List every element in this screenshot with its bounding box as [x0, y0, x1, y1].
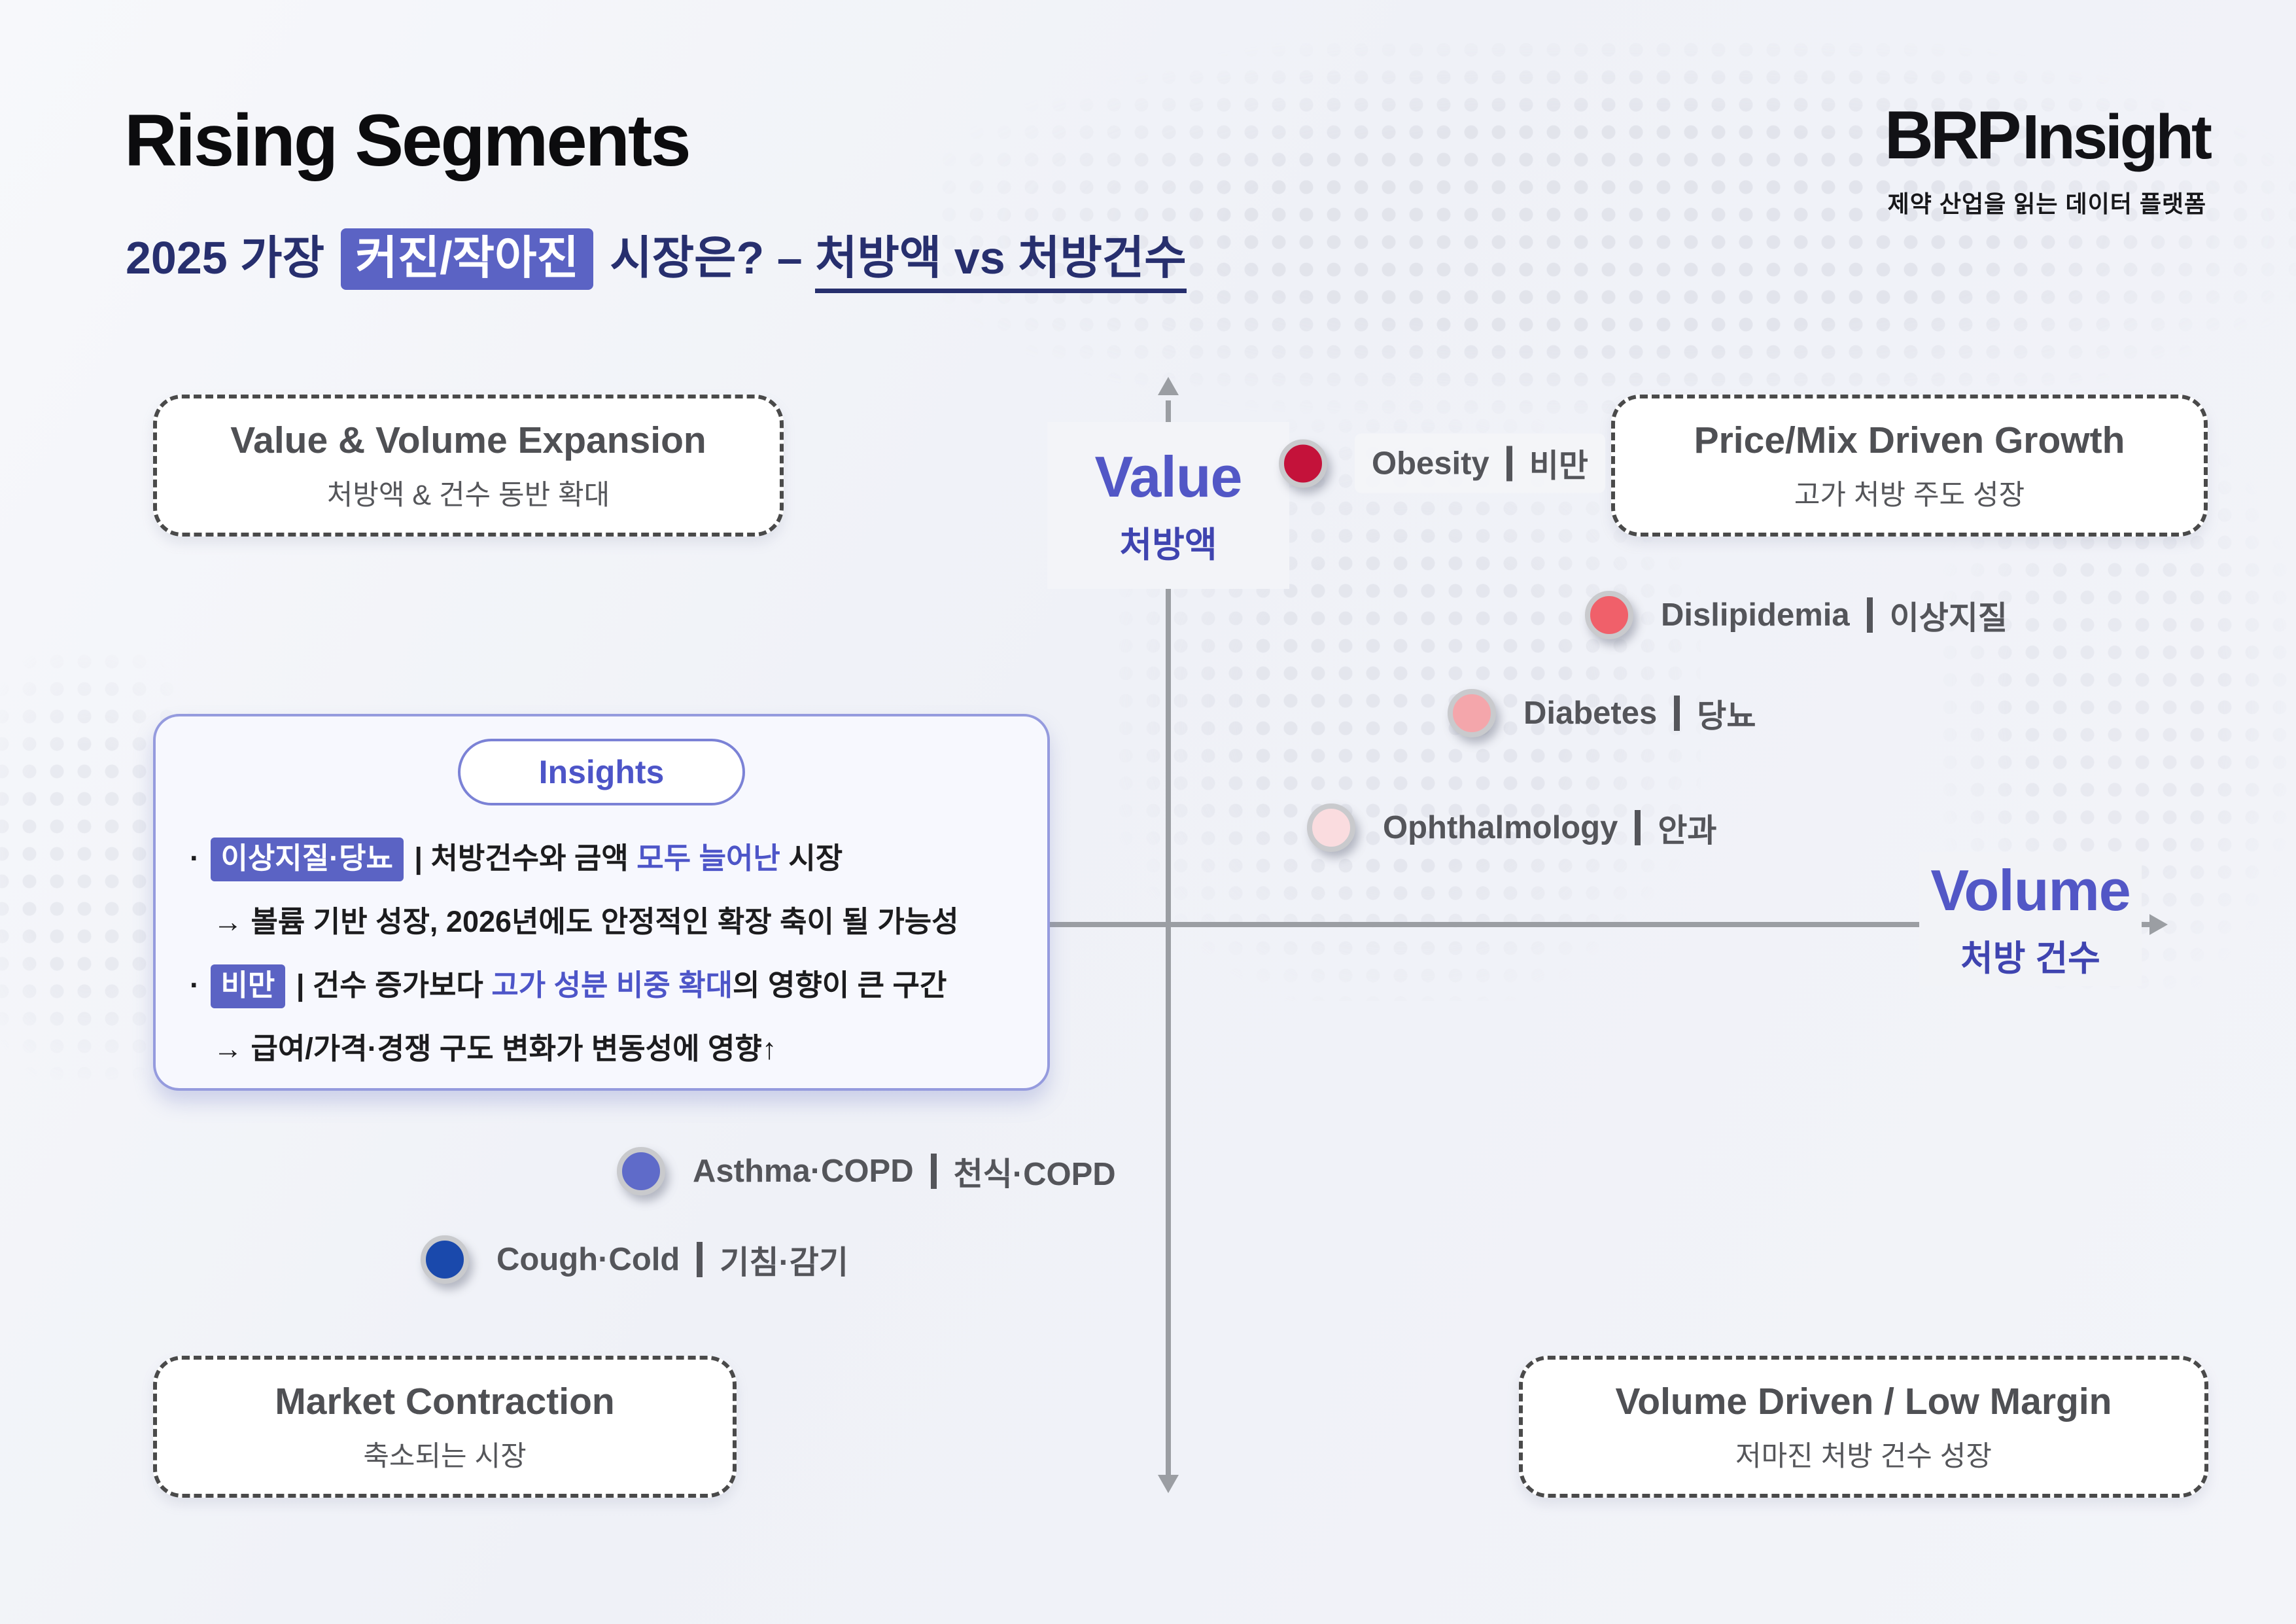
quadrant-box-top-right: Price/Mix Driven Growth 고가 처방 주도 성장: [1611, 395, 2208, 537]
data-point-obesity: Obesity 비만: [1279, 433, 1605, 493]
data-point-cough-cold: Cough·Cold 기침·감기: [421, 1235, 848, 1284]
insight-text: 고가 성분 비중 확대: [491, 968, 733, 1002]
quadrant-title: Value & Volume Expansion: [230, 419, 706, 461]
point-dot-icon: [617, 1147, 665, 1195]
page-title: Rising Segments: [124, 99, 691, 181]
volume-axis-line: [916, 922, 2153, 927]
quadrant-subtitle: 축소되는 시장: [363, 1440, 527, 1472]
insight-line: → 급여/가격·경쟁 구도 변화가 변동성에 영향↑: [190, 1025, 1021, 1067]
logo-brand-primary: BRP: [1884, 97, 2022, 173]
point-label: Cough·Cold 기침·감기: [496, 1237, 848, 1283]
volume-axis-label: Volume 처방 건수: [1919, 852, 2142, 986]
insights-badge: Insights: [457, 739, 746, 805]
point-name-ko: 이상지질: [1889, 600, 2008, 636]
point-label: Ophthalmology 안과: [1383, 805, 1717, 851]
quadrant-box-bottom-left: Market Contraction 축소되는 시장: [153, 1356, 737, 1498]
insight-line: · 비만 | 건수 증가보다 고가 성분 비중 확대의 영향이 큰 구간: [190, 961, 1021, 1008]
insight-keyword-chip: 비만: [210, 964, 286, 1008]
insight-text: ·: [190, 841, 208, 875]
data-point-asthma-copd: Asthma·COPD 천식·COPD: [617, 1147, 1116, 1195]
insight-text: → 급여/가격·경쟁 구도 변화가 변동성에 영향↑: [213, 1032, 777, 1065]
world-map-dots-pattern: [935, 36, 2296, 422]
point-name-ko: 비만: [1529, 448, 1588, 484]
subtitle-segment: 시장은? –: [597, 232, 816, 283]
quadrant-subtitle: 처방액 & 건수 동반 확대: [326, 479, 610, 511]
quadrant-title: Volume Driven / Low Margin: [1615, 1380, 2112, 1422]
point-name-en: Cough·Cold: [496, 1242, 680, 1277]
volume-axis-label-ko: 처방 건수: [1960, 939, 2100, 978]
volume-axis-arrow-right-icon: [2149, 914, 2168, 935]
label-divider-bar: [697, 1242, 703, 1277]
label-divider-bar: [1635, 810, 1641, 845]
logo-brand-secondary: Insight: [2022, 102, 2212, 172]
point-name-en: Asthma·COPD: [693, 1154, 914, 1189]
point-dot-icon: [1448, 689, 1496, 737]
point-name-ko: 당뇨: [1697, 698, 1756, 734]
point-dot-icon: [1279, 439, 1327, 487]
insight-text: 의 영향이 큰 구간: [733, 968, 947, 1002]
insight-text: ·: [190, 968, 208, 1002]
value-axis-line: [1166, 400, 1171, 1479]
value-axis-label-ko: 처방액: [1119, 525, 1217, 565]
logo-tagline: 제약 산업을 읽는 데이터 플랫폼: [1887, 190, 2207, 217]
point-label: Obesity 비만: [1355, 433, 1605, 493]
logo-wordmark: BRP Insight: [1884, 97, 2212, 175]
brp-insight-logo: BRP Insight 제약 산업을 읽는 데이터 플랫폼: [1884, 97, 2212, 219]
insight-text: | 처방건수와 금액: [406, 841, 637, 875]
data-point-dislipidemia: Dislipidemia 이상지질: [1585, 591, 2008, 639]
point-dot-icon: [421, 1235, 469, 1284]
insight-text: | 건수 증가보다: [288, 968, 492, 1002]
point-label: Diabetes 당뇨: [1523, 690, 1756, 737]
label-divider-bar: [1866, 597, 1873, 633]
label-divider-bar: [930, 1154, 937, 1189]
subtitle-segment: 커진/작아진: [341, 228, 593, 290]
point-name-en: Dislipidemia: [1661, 597, 1850, 633]
data-point-ophthalmology: Ophthalmology 안과: [1307, 803, 1717, 852]
insight-text: 시장: [780, 841, 843, 875]
page-subtitle: 2025 가장 커진/작아진 시장은? – 처방액 vs 처방건수: [126, 221, 1187, 293]
volume-axis-label-en: Volume: [1930, 858, 2131, 923]
label-divider-bar: [1506, 446, 1512, 481]
subtitle-segment: 2025 가장: [126, 232, 338, 283]
value-axis-label-en: Value: [1094, 444, 1243, 509]
point-name-ko: 천식·COPD: [953, 1156, 1116, 1192]
subtitle-segment: 처방액 vs 처방건수: [815, 232, 1187, 293]
point-name-en: Diabetes: [1523, 696, 1658, 731]
quadrant-subtitle: 저마진 처방 건수 성장: [1735, 1440, 1992, 1472]
quadrant-box-top-left: Value & Volume Expansion 처방액 & 건수 동반 확대: [153, 395, 784, 537]
quadrant-box-bottom-right: Volume Driven / Low Margin 저마진 처방 건수 성장: [1519, 1356, 2208, 1498]
quadrant-title: Market Contraction: [275, 1380, 615, 1422]
insight-line: · 이상지질·당뇨 | 처방건수와 금액 모두 늘어난 시장: [190, 834, 1021, 881]
point-dot-icon: [1307, 803, 1355, 852]
point-name-en: Ophthalmology: [1383, 810, 1618, 845]
insights-panel: Insights · 이상지질·당뇨 | 처방건수와 금액 모두 늘어난 시장 →…: [153, 714, 1050, 1091]
quadrant-title: Price/Mix Driven Growth: [1694, 419, 2125, 461]
point-label: Asthma·COPD 천식·COPD: [693, 1148, 1116, 1195]
label-divider-bar: [1674, 696, 1680, 731]
insight-keyword-chip: 이상지질·당뇨: [210, 838, 404, 881]
quadrant-subtitle: 고가 처방 주도 성장: [1794, 479, 2025, 511]
value-axis-arrow-up-icon: [1158, 377, 1179, 395]
value-axis-arrow-down-icon: [1158, 1475, 1179, 1493]
point-name-en: Obesity: [1372, 446, 1489, 481]
value-axis-label: Value 처방액: [1047, 422, 1289, 589]
point-label: Dislipidemia 이상지질: [1661, 592, 2008, 639]
insight-text: → 볼륨 기반 성장, 2026년에도 안정적인 확장 축이 될 가능성: [213, 905, 959, 938]
data-point-diabetes: Diabetes 당뇨: [1448, 689, 1756, 737]
insight-line: → 볼륨 기반 성장, 2026년에도 안정적인 확장 축이 될 가능성: [190, 898, 1021, 940]
point-name-ko: 안과: [1658, 813, 1717, 849]
point-name-ko: 기침·감기: [720, 1244, 848, 1280]
insight-text: 모두 늘어난: [636, 841, 780, 875]
point-dot-icon: [1585, 591, 1633, 639]
insights-body: · 이상지질·당뇨 | 처방건수와 금액 모두 늘어난 시장 → 볼륨 기반 성장…: [156, 805, 1047, 1088]
